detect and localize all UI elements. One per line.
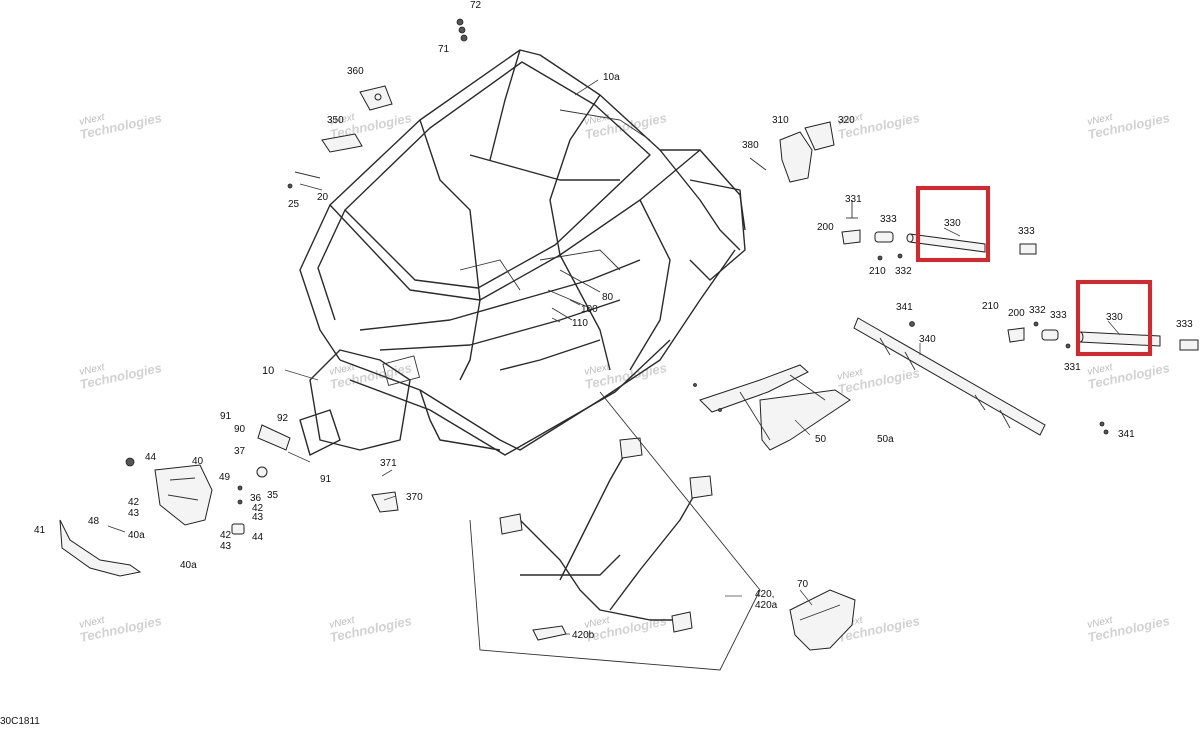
part-label-110[interactable]: 110 <box>572 318 588 329</box>
part-label-331-upper[interactable]: 331 <box>845 194 862 205</box>
part-label-44-lower[interactable]: 44 <box>252 532 264 543</box>
main-frame-drawing <box>299 49 746 456</box>
watermark: vNext Technologies <box>78 360 163 392</box>
part-label-36[interactable]: 36 <box>250 493 262 504</box>
part-label-330-lower[interactable]: 330 <box>1106 312 1123 323</box>
part-label-340[interactable]: 340 <box>919 334 936 345</box>
watermark: vNext Technologies <box>1086 110 1171 142</box>
part-label-20[interactable]: 20 <box>317 192 329 203</box>
part-label-40a-lower[interactable]: 40a <box>180 560 197 571</box>
part-label-10[interactable]: 10 <box>262 365 274 377</box>
part-label-320[interactable]: 320 <box>838 115 855 126</box>
svg-text:vNext: vNext <box>583 112 611 128</box>
part-label-331-lower[interactable]: 331 <box>1064 362 1081 373</box>
part-label-420b[interactable]: 420b <box>572 630 595 641</box>
part-label-100[interactable]: 100 <box>581 304 598 315</box>
svg-text:vNext: vNext <box>1086 112 1114 128</box>
part-label-333-lower-left[interactable]: 333 <box>1050 310 1067 321</box>
watermark: vNext Technologies <box>583 613 668 645</box>
part-label-210-lower[interactable]: 210 <box>982 301 999 312</box>
svg-text:vNext: vNext <box>78 362 106 378</box>
part-label-40a-upper[interactable]: 40a <box>128 530 145 541</box>
part-label-91-upper[interactable]: 91 <box>220 411 232 422</box>
part-label-37[interactable]: 37 <box>234 446 246 457</box>
part-label-200-lower[interactable]: 200 <box>1008 308 1025 319</box>
svg-text:vNext: vNext <box>78 615 106 631</box>
part-label-43-left[interactable]: 43 <box>128 508 140 519</box>
watermark: vNext Technologies <box>78 110 163 142</box>
watermark: vNext Technologies <box>836 365 921 397</box>
part-label-25[interactable]: 25 <box>288 199 300 210</box>
svg-text:vNext: vNext <box>583 362 611 378</box>
watermark: vNext Technologies <box>583 360 668 392</box>
part-label-10a[interactable]: 10a <box>603 72 620 83</box>
part-label-41[interactable]: 41 <box>34 525 46 536</box>
part-label-44-upper[interactable]: 44 <box>145 452 157 463</box>
part-label-350[interactable]: 350 <box>327 115 344 126</box>
part-label-310[interactable]: 310 <box>772 115 789 126</box>
part-label-42-right[interactable]: 42 <box>252 503 264 514</box>
part-label-371[interactable]: 371 <box>380 458 397 469</box>
part-label-341-lower[interactable]: 341 <box>1118 429 1135 440</box>
watermark: vNext Technologies <box>583 110 668 142</box>
part-label-333-upper-left[interactable]: 333 <box>880 214 897 225</box>
leader-lines <box>284 79 1121 671</box>
part-label-42-left[interactable]: 42 <box>128 497 140 508</box>
part-labels: 72 71 10a 360 350 25 20 10 91 92 90 37 4… <box>34 0 1193 641</box>
svg-text:vNext: vNext <box>328 615 356 631</box>
svg-text:vNext: vNext <box>583 615 611 631</box>
part-label-330-upper[interactable]: 330 <box>944 218 961 229</box>
svg-text:vNext: vNext <box>836 367 864 383</box>
parts-drawings <box>59 18 1199 651</box>
part-label-92[interactable]: 92 <box>277 413 289 424</box>
part-label-333-lower-right[interactable]: 333 <box>1176 319 1193 330</box>
part-label-43-bottom[interactable]: 43 <box>220 541 232 552</box>
part-label-360[interactable]: 360 <box>347 66 364 77</box>
part-label-210-upper[interactable]: 210 <box>869 266 886 277</box>
part-label-50a[interactable]: 50a <box>877 434 894 445</box>
svg-text:vNext: vNext <box>328 112 356 128</box>
part-label-50[interactable]: 50 <box>815 434 827 445</box>
part-label-200-upper[interactable]: 200 <box>817 222 834 233</box>
part-label-341-upper[interactable]: 341 <box>896 302 913 313</box>
part-label-333-upper-right[interactable]: 333 <box>1018 226 1035 237</box>
part-label-332-upper[interactable]: 332 <box>895 266 912 277</box>
watermark: vNext Technologies <box>1086 613 1171 645</box>
highlight-box-330-upper <box>916 186 990 262</box>
part-label-49[interactable]: 49 <box>219 472 231 483</box>
svg-text:vNext: vNext <box>1086 615 1114 631</box>
svg-text:vNext: vNext <box>328 362 356 378</box>
highlight-box-330-lower <box>1076 280 1152 356</box>
part-label-420[interactable]: 420, <box>755 589 774 600</box>
part-label-90[interactable]: 90 <box>234 424 246 435</box>
part-label-380[interactable]: 380 <box>742 140 759 151</box>
watermarks: vNext Technologies vNext Technologies vN… <box>78 110 1171 645</box>
part-label-42-bottom[interactable]: 42 <box>220 530 232 541</box>
svg-text:vNext: vNext <box>836 112 864 128</box>
part-label-332-lower[interactable]: 332 <box>1029 305 1046 316</box>
part-label-70[interactable]: 70 <box>797 579 809 590</box>
part-label-48[interactable]: 48 <box>88 516 100 527</box>
part-label-370[interactable]: 370 <box>406 492 423 503</box>
part-label-80[interactable]: 80 <box>602 292 614 303</box>
svg-text:vNext: vNext <box>1086 362 1114 378</box>
part-label-71[interactable]: 71 <box>438 44 450 55</box>
part-label-91-lower[interactable]: 91 <box>320 474 332 485</box>
part-label-40[interactable]: 40 <box>192 456 204 467</box>
watermark: vNext Technologies <box>328 613 413 645</box>
part-label-420a[interactable]: 420a <box>755 600 778 611</box>
diagram-code: 30C1811 <box>0 716 40 727</box>
part-label-72[interactable]: 72 <box>470 0 482 11</box>
svg-text:vNext: vNext <box>78 112 106 128</box>
part-label-35[interactable]: 35 <box>267 490 279 501</box>
watermark: vNext Technologies <box>1086 360 1171 392</box>
watermark: vNext Technologies <box>78 613 163 645</box>
part-label-43-right[interactable]: 43 <box>252 512 264 523</box>
